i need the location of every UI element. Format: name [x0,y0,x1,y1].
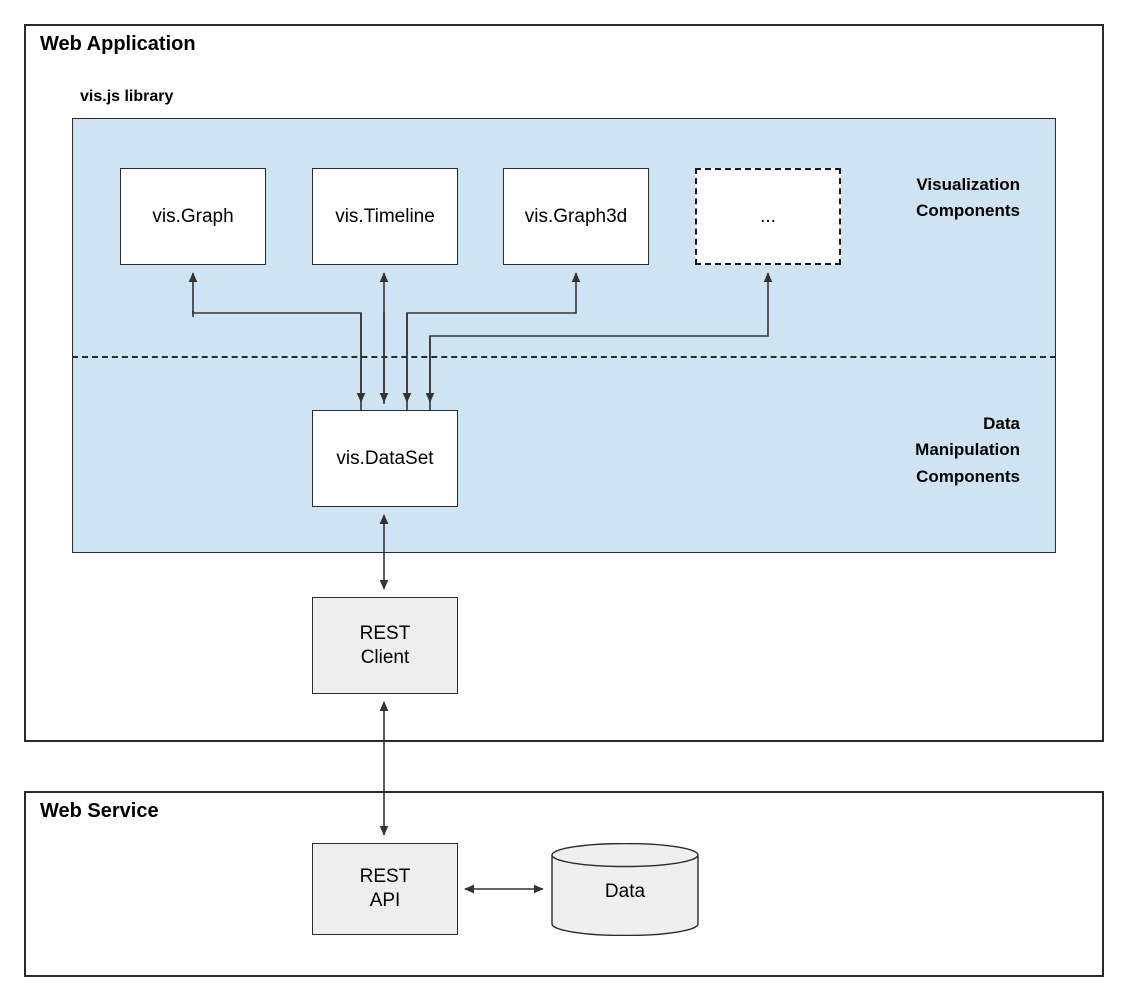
node-vis-graph3d[interactable]: vis.Graph3d [503,168,649,265]
node-vis-dataset[interactable]: vis.DataSet [312,410,458,507]
node-vis-graph[interactable]: vis.Graph [120,168,266,265]
node-rest-client[interactable]: REST Client [312,597,458,694]
cylinder-shape [551,842,699,937]
web-service-title: Web Service [40,800,159,822]
data-manipulation-components-label: Data Manipulation Components [915,414,1020,486]
visualization-components-label: Visualization Components [916,175,1020,221]
web-application-title: Web Application [40,33,196,55]
node-more-components[interactable]: ... [695,168,841,265]
vis-js-library-title: vis.js library [80,88,174,105]
node-rest-api[interactable]: REST API [312,843,458,935]
zone-divider [72,356,1056,358]
database-cylinder[interactable]: Data [551,842,699,937]
node-vis-timeline[interactable]: vis.Timeline [312,168,458,265]
database-label: Data [604,881,646,902]
